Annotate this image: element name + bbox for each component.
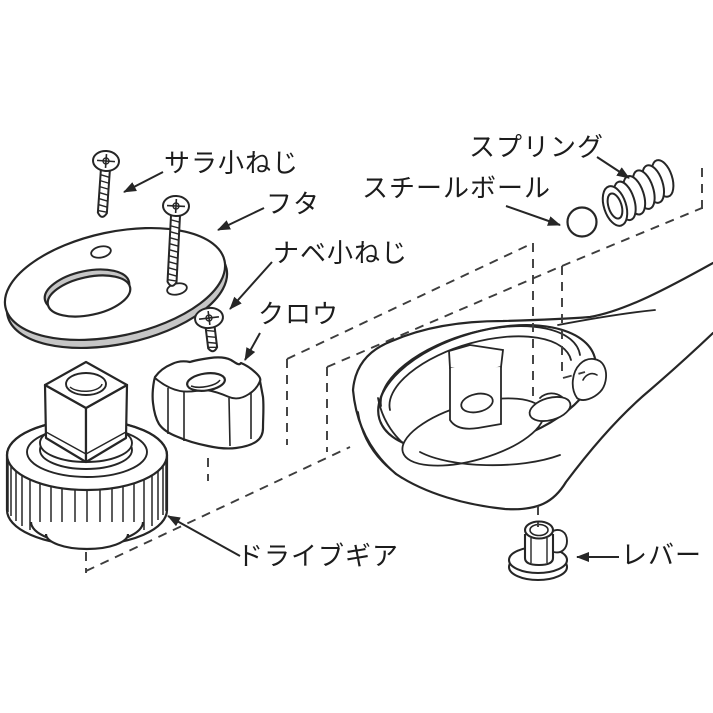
arrow-spring xyxy=(596,156,630,179)
drive-gear-drawing xyxy=(5,360,169,551)
assembly-guide-lines xyxy=(85,168,703,573)
cover-plate-drawing xyxy=(3,226,229,350)
cover-screw-drawing xyxy=(162,194,190,287)
label-steel-ball: スチールボール xyxy=(362,173,552,203)
arrow-pan-head-screw xyxy=(229,261,273,310)
label-cover: フタ xyxy=(266,189,321,219)
claw-drawing xyxy=(151,356,265,450)
label-lever: レバー xyxy=(621,540,703,570)
arrow-cover xyxy=(217,207,265,231)
flat-head-screw-drawing xyxy=(92,149,120,218)
spring-drawing xyxy=(601,159,675,227)
label-spring: スプリング xyxy=(469,132,605,162)
label-pan-head-screw: ナベ小ねじ xyxy=(273,238,409,268)
label-flat-head-screw: サラ小ねじ xyxy=(164,148,300,178)
pan-head-screw-drawing xyxy=(194,306,224,353)
label-drive-gear: ドライブギア xyxy=(237,541,400,571)
arrow-drive-gear xyxy=(167,515,241,557)
arrow-steel-ball xyxy=(505,205,561,226)
arrow-flat-head-screw xyxy=(123,171,164,193)
steel-ball-drawing xyxy=(566,206,598,238)
lever-drawing xyxy=(507,520,569,582)
label-arrows xyxy=(123,156,630,562)
ratchet-head-drawing xyxy=(351,261,713,511)
label-claw: クロウ xyxy=(258,299,340,329)
arrow-claw xyxy=(244,332,261,361)
